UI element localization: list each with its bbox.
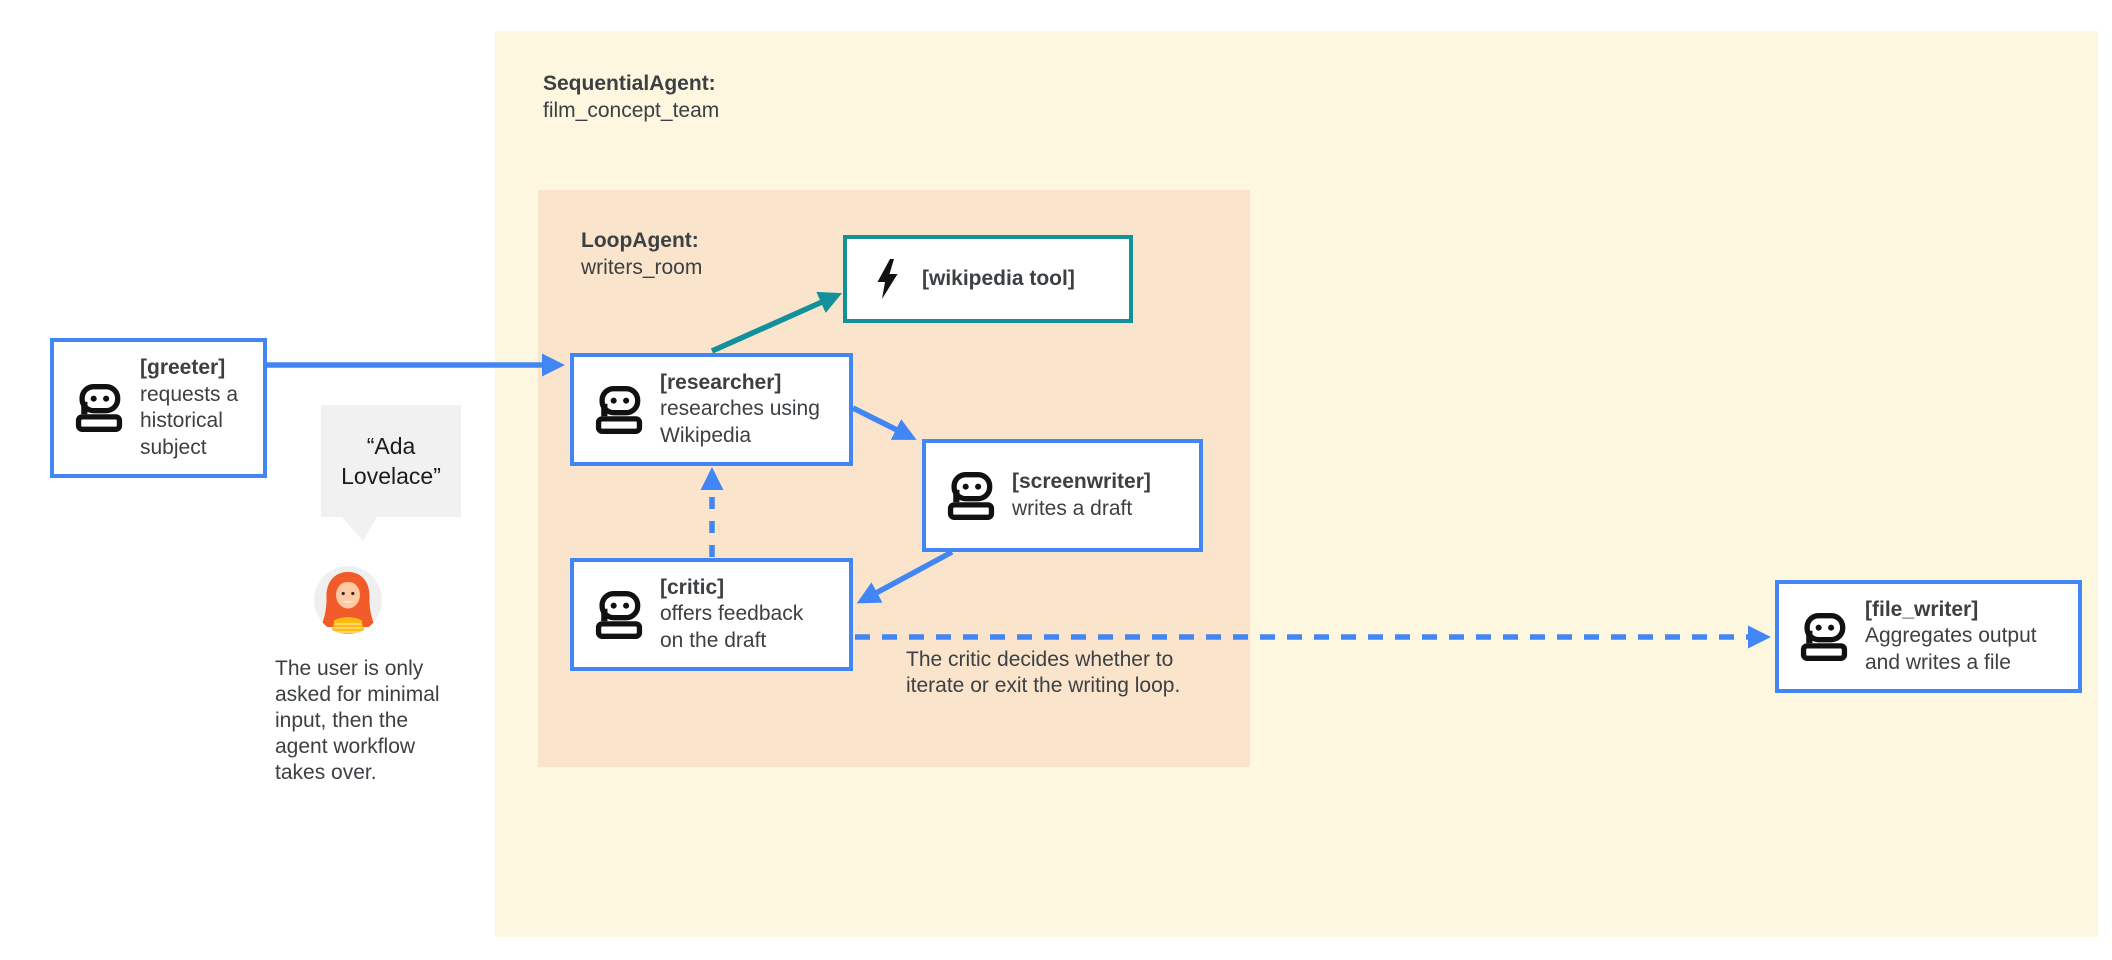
node-title: [wikipedia tool]: [922, 266, 1075, 290]
node-line: subject: [140, 435, 207, 459]
note-line: asked for minimal: [275, 683, 440, 706]
node-text-block: [critic] offers feedback on the draft: [660, 575, 803, 655]
loop-agent-label: LoopAgent: writers_room: [581, 227, 702, 281]
node-title: [screenwriter]: [1012, 470, 1151, 493]
sequential-agent-subtitle: film_concept_team: [543, 99, 720, 122]
node-critic: [critic] offers feedback on the draft: [570, 558, 853, 671]
node-screenwriter: [screenwriter] writes a draft: [922, 439, 1203, 552]
node-text-block: [greeter] requests a historical subject: [140, 355, 238, 461]
node-text-block: [screenwriter] writes a draft: [1012, 469, 1151, 522]
note-line: The critic decides whether to: [906, 648, 1174, 671]
node-greeter: [greeter] requests a historical subject: [50, 338, 267, 478]
node-line: requests a: [140, 382, 239, 406]
robot-agent-icon: [1800, 612, 1848, 661]
node-line: Wikipedia: [660, 423, 752, 447]
user-note: The user is only asked for minimal input…: [275, 656, 440, 786]
node-title: [critic]: [660, 575, 725, 599]
node-researcher: [researcher] researches using Wikipedia: [570, 353, 853, 466]
critic-note: The critic decides whether to iterate or…: [906, 647, 1180, 699]
sequential-agent-title: SequentialAgent:: [543, 72, 716, 95]
speech-bubble-tail: [341, 516, 377, 541]
node-title: [file_writer]: [1865, 597, 1979, 621]
robot-agent-icon: [595, 590, 643, 639]
user-quote-text: “Ada Lovelace”: [341, 431, 441, 491]
node-line: offers feedback: [660, 602, 804, 626]
node-file-writer: [file_writer] Aggregates output and writ…: [1775, 580, 2082, 693]
node-text-block: [researcher] researches using Wikipedia: [660, 370, 820, 450]
quote-line: “Ada: [366, 433, 416, 459]
node-line: Aggregates output: [1865, 624, 2037, 648]
quote-line: Lovelace”: [341, 463, 441, 489]
node-title: [researcher]: [660, 370, 782, 394]
node-line: researches using: [660, 397, 820, 421]
user-avatar: [314, 566, 382, 634]
sequential-agent-label: SequentialAgent: film_concept_team: [543, 70, 719, 124]
robot-agent-icon: [595, 385, 643, 434]
note-line: iterate or exit the writing loop.: [906, 674, 1181, 697]
loop-agent-title: LoopAgent:: [581, 229, 699, 252]
user-quote-bubble: “Ada Lovelace”: [321, 405, 461, 517]
note-line: input, then the: [275, 709, 409, 732]
note-line: agent workflow: [275, 735, 416, 758]
node-line: historical: [140, 409, 223, 432]
note-line: takes over.: [275, 761, 377, 784]
node-wikipedia-tool: [wikipedia tool]: [843, 235, 1133, 323]
node-line: and writes a file: [1865, 650, 2011, 674]
node-line: on the draft: [660, 628, 767, 652]
lightning-bolt-icon: [877, 259, 898, 299]
note-line: The user is only: [275, 657, 424, 680]
node-text-block: [file_writer] Aggregates output and writ…: [1865, 597, 2037, 677]
node-line: writes a draft: [1012, 496, 1133, 520]
robot-agent-icon: [947, 471, 995, 520]
loop-agent-subtitle: writers_room: [581, 256, 703, 279]
node-title: [greeter]: [140, 356, 226, 379]
robot-agent-icon: [75, 384, 123, 432]
